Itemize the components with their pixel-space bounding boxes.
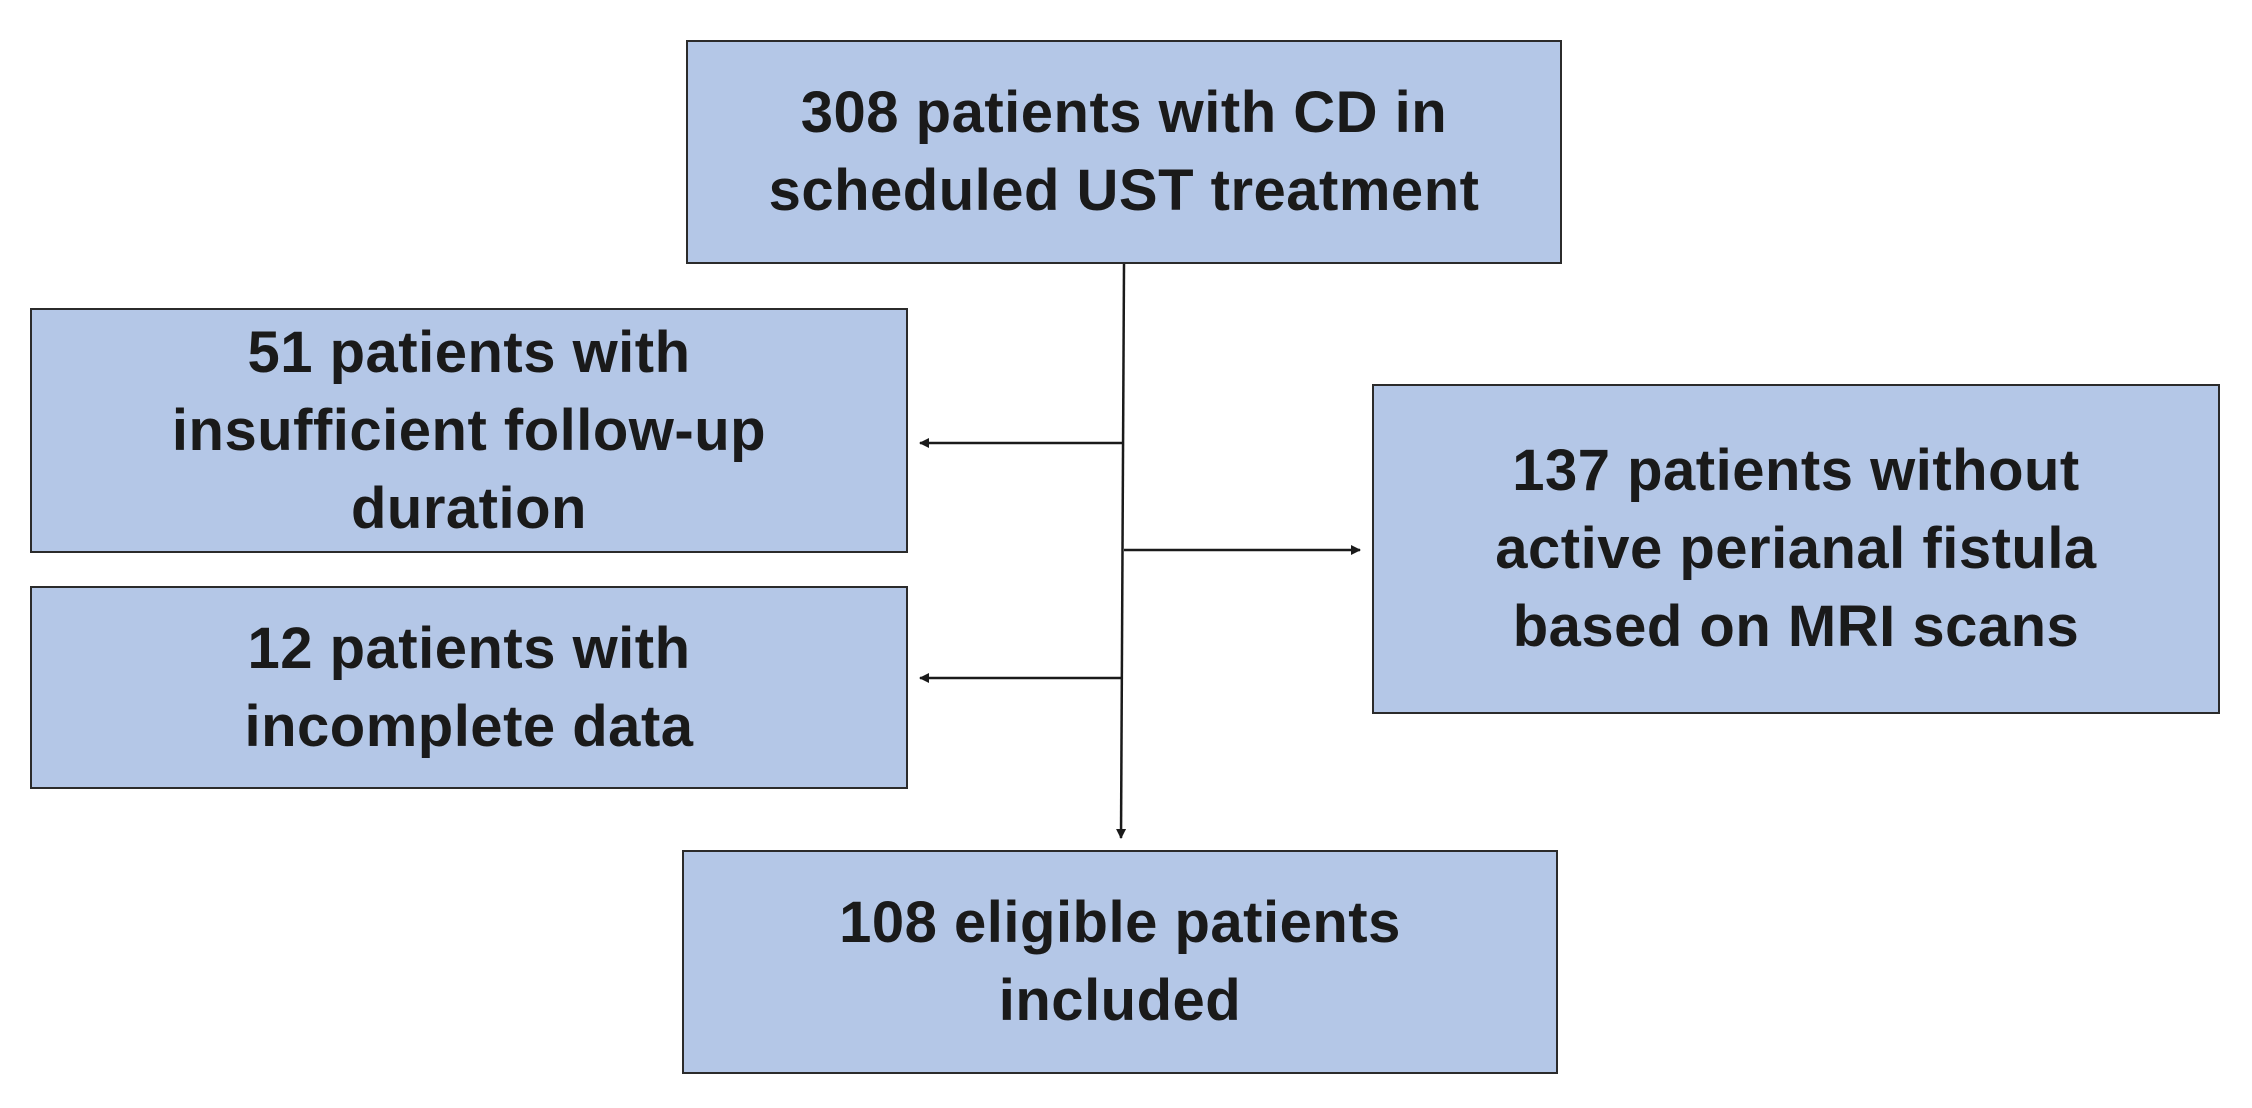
main-vertical-connector (1116, 263, 1127, 839)
end-box-line-2: included (998, 968, 1242, 1033)
end-box-line-1: 108 eligible patients (839, 890, 1401, 955)
start-box-line-2: scheduled UST treatment (768, 158, 1480, 223)
exclusion-box-follow-up-line-1: 51 patients with (247, 319, 691, 385)
exclusion-box-incomplete-data-line-1: 12 patients with (247, 615, 691, 681)
exclusion-box-follow-up: 51 patients with insufficient follow-up … (30, 308, 908, 553)
end-box: 108 eligible patients included (682, 850, 1558, 1074)
exclusion-box-follow-up-line-3: duration (351, 475, 587, 541)
exclusion-box-no-fistula-line-1: 137 patients without (1512, 438, 2080, 503)
start-box: 308 patients with CD in scheduled UST tr… (686, 40, 1562, 264)
exclusion-box-no-fistula-line-2: active perianal fistula (1495, 516, 2097, 581)
exclusion-box-follow-up-line-2: insufficient follow-up (171, 397, 767, 463)
start-box-line-1: 308 patients with CD in (800, 80, 1448, 145)
exclusion-box-no-fistula-line-3: based on MRI scans (1512, 594, 2080, 659)
exclusion-box-incomplete-data-line-2: incomplete data (244, 693, 694, 759)
exclusion-box-incomplete-data: 12 patients with incomplete data (30, 586, 908, 789)
exclusion-box-no-fistula: 137 patients without active perianal fis… (1372, 384, 2220, 714)
